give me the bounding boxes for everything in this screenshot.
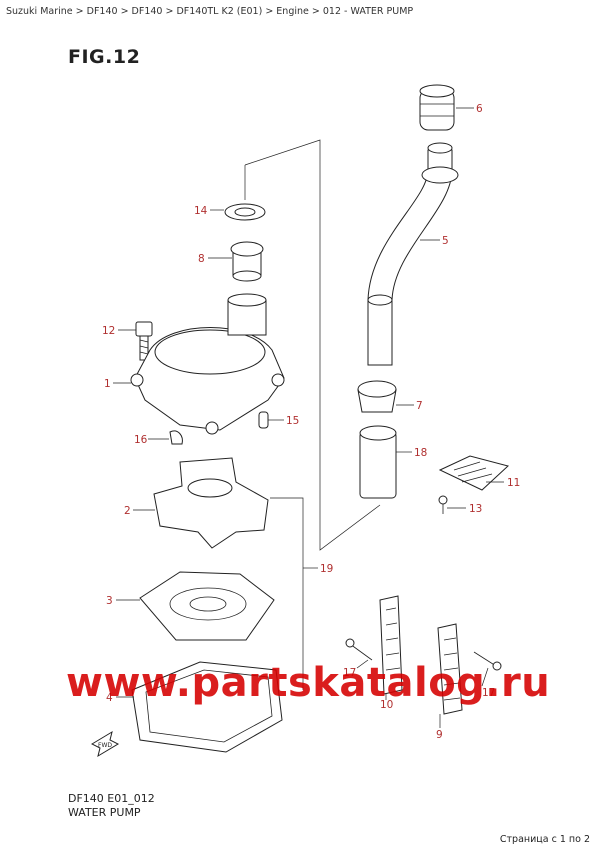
part-bushing[interactable] xyxy=(230,241,264,282)
callout-16[interactable]: 16 xyxy=(134,434,148,446)
callout-12[interactable]: 12 xyxy=(102,325,115,337)
part-screw-right[interactable] xyxy=(473,651,502,671)
callout-1[interactable]: 1 xyxy=(104,378,111,390)
part-cylinder[interactable] xyxy=(359,425,397,499)
callout-11[interactable]: 11 xyxy=(507,477,520,489)
part-plate[interactable] xyxy=(438,455,510,491)
callout-9[interactable]: 9 xyxy=(436,729,443,741)
part-screw-left[interactable] xyxy=(345,638,373,661)
callout-17-right[interactable]: 17 xyxy=(482,687,495,699)
figure-title: FIG.12 xyxy=(68,46,141,68)
part-impeller[interactable] xyxy=(153,457,269,549)
fwd-label: FWD xyxy=(98,742,112,749)
part-rail[interactable] xyxy=(379,595,403,695)
part-pin[interactable] xyxy=(258,411,269,429)
callout-14[interactable]: 14 xyxy=(194,205,208,217)
callout-4[interactable]: 4 xyxy=(106,692,113,704)
callout-5[interactable]: 5 xyxy=(442,235,449,247)
diagram-code: DF140 E01_012 xyxy=(68,792,155,805)
callouts: 6 5 7 18 11 13 14 8 12 1 15 16 2 19 3 4 … xyxy=(102,103,520,741)
callout-7[interactable]: 7 xyxy=(416,400,423,412)
leader-lines xyxy=(113,107,504,728)
part-key[interactable] xyxy=(169,430,183,445)
watermark: www.partskatalog.ru xyxy=(66,660,551,706)
callout-18[interactable]: 18 xyxy=(414,447,427,459)
part-washer[interactable] xyxy=(224,203,266,221)
part-lower-gasket[interactable] xyxy=(131,661,283,753)
part-plate-gasket[interactable] xyxy=(139,571,275,641)
callout-3[interactable]: 3 xyxy=(106,595,113,607)
diagram-name: WATER PUMP xyxy=(68,806,141,819)
callout-13[interactable]: 13 xyxy=(469,503,482,515)
callout-15[interactable]: 15 xyxy=(286,415,299,427)
part-pump-case[interactable] xyxy=(130,293,285,435)
part-collar[interactable] xyxy=(357,380,397,413)
fwd-arrow-icon: FWD xyxy=(90,730,120,758)
part-small-screw[interactable] xyxy=(438,495,448,514)
callout-2[interactable]: 2 xyxy=(124,505,131,517)
part-rail-2[interactable] xyxy=(437,623,463,715)
part-bolt[interactable] xyxy=(135,321,153,361)
pager: Страница с 1 по 2 xyxy=(499,834,590,845)
assembly-bracket xyxy=(244,139,381,690)
callout-6[interactable]: 6 xyxy=(476,103,483,115)
part-grommet[interactable] xyxy=(419,84,455,131)
part-tube[interactable] xyxy=(367,142,459,366)
breadcrumb[interactable]: Suzuki Marine > DF140 > DF140 > DF140TL … xyxy=(6,6,414,17)
callout-17-left[interactable]: 17 xyxy=(343,667,356,679)
callout-10[interactable]: 10 xyxy=(380,699,393,711)
callout-19[interactable]: 19 xyxy=(320,563,333,575)
callout-8[interactable]: 8 xyxy=(198,253,205,265)
